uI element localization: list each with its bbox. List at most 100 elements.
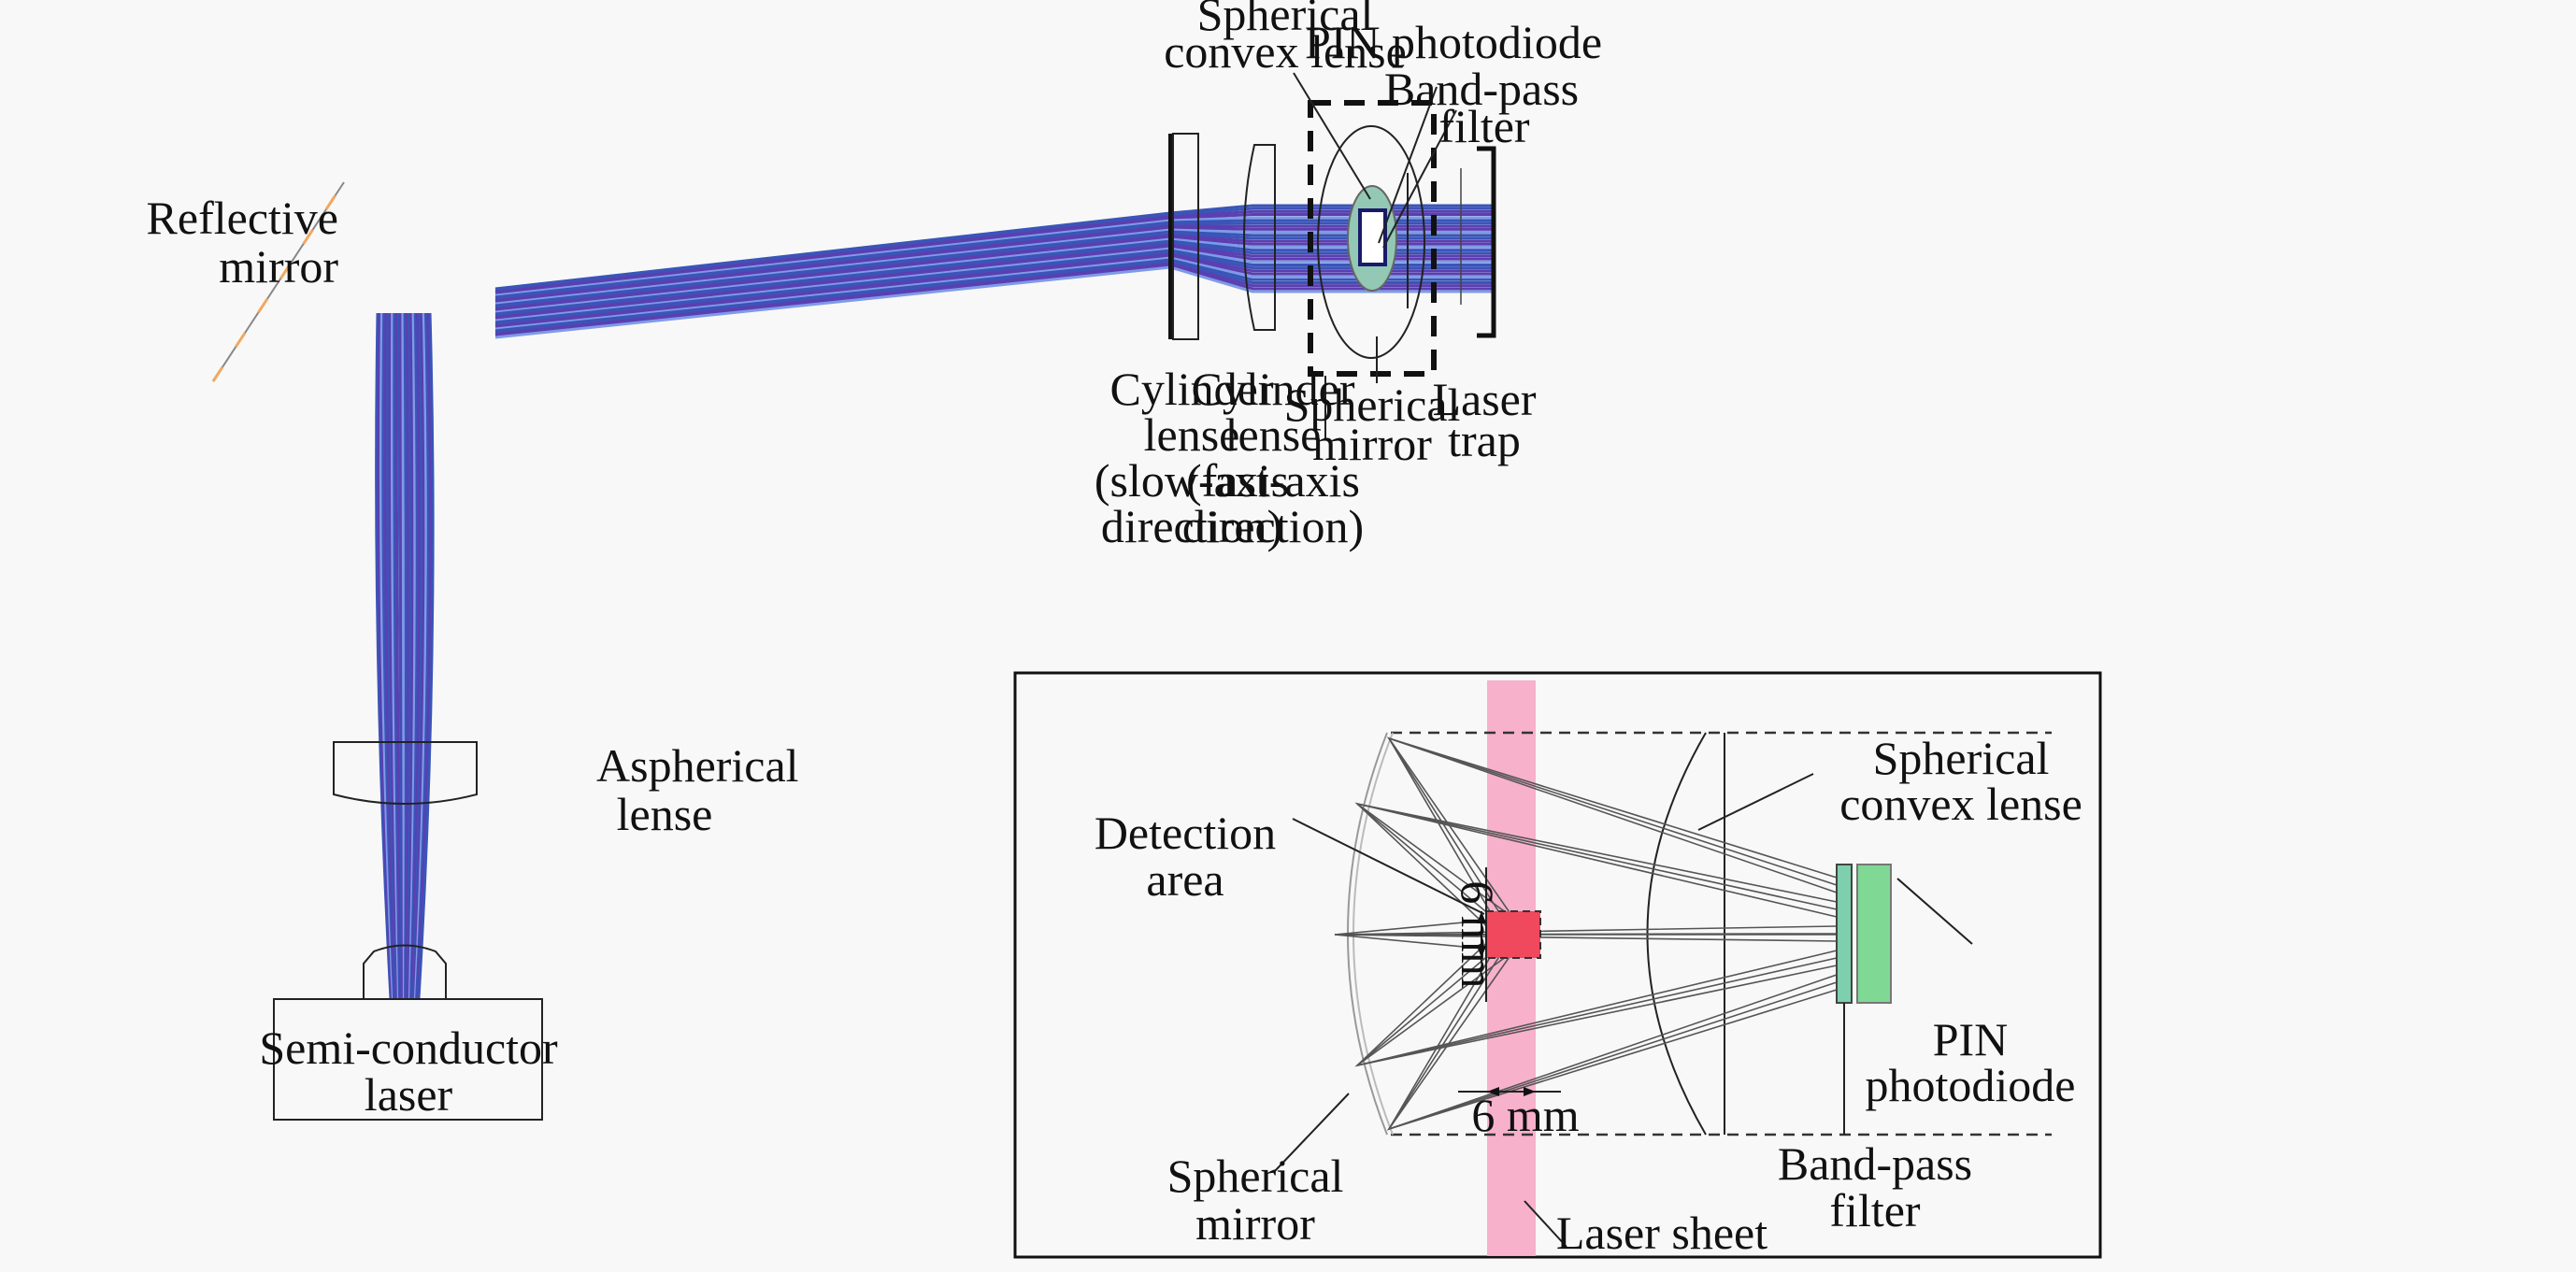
vertical-beam-ray	[401, 312, 406, 999]
horizontal-laser-beam	[494, 204, 1494, 339]
spherical-mirror-topview	[1317, 125, 1425, 359]
svg-text:mirror: mirror	[219, 240, 338, 293]
vertical-beam-ray	[412, 312, 425, 999]
inset-ray	[1356, 950, 1838, 1066]
vertical-beam-ray	[386, 312, 398, 999]
svg-text:trap: trap	[1448, 414, 1521, 466]
svg-text:Spherical: Spherical	[1197, 0, 1374, 40]
vertical-beam-ray	[394, 312, 403, 999]
cylinder-lens-fast-axis	[1243, 144, 1276, 331]
label-laser-trap: Laser trap	[1432, 373, 1536, 466]
svg-text:lense: lense	[617, 788, 713, 840]
vertical-beam-ray	[413, 312, 428, 999]
svg-text:Cylinder: Cylinder	[1110, 363, 1274, 415]
svg-text:laser: laser	[365, 1068, 453, 1121]
svg-text:lense: lense	[1144, 408, 1240, 461]
label-dimension-vertical: 6 mm	[1452, 880, 1504, 988]
label-bandpass-filter-inset: Band-pass filter	[1778, 1137, 1972, 1236]
label-pin-photodiode-top: PIN photodiode	[1305, 16, 1602, 68]
vertical-beam-ray	[377, 312, 394, 999]
svg-text:Band-pass: Band-pass	[1778, 1137, 1972, 1190]
label-dimension-horizontal: 6 mm	[1471, 1089, 1579, 1141]
collimator-cap	[363, 944, 447, 998]
svg-text:Reflective: Reflective	[147, 192, 338, 244]
vertical-beam-ray	[375, 312, 393, 999]
label-aspherical-lens: Aspherical lense	[596, 739, 799, 840]
leader-lines-top	[1293, 72, 1457, 383]
vertical-laser-beam	[375, 312, 435, 999]
inset-ray-paths	[1334, 736, 1838, 1131]
laser-trap-bracket	[1477, 146, 1496, 338]
label-reflective-mirror: Reflective mirror	[147, 192, 339, 293]
inset-dashed-boundaries	[1391, 731, 2052, 1136]
vertical-beam-ray	[411, 312, 423, 999]
inset-ray	[1387, 736, 1838, 952]
svg-text:convex lense: convex lense	[1839, 778, 2082, 830]
label-cylinder-lens-slow: Cylinder lense (slow-axis direction)	[1095, 363, 1289, 552]
svg-text:6 mm: 6 mm	[1452, 880, 1504, 988]
svg-text:PIN photodiode: PIN photodiode	[1305, 16, 1602, 68]
vertical-beam-ray	[393, 312, 402, 999]
svg-text:6 mm: 6 mm	[1471, 1089, 1579, 1141]
label-spherical-convex-lens-inset: Spherical convex lense	[1839, 732, 2082, 830]
vertical-beam-ray	[416, 312, 433, 999]
inset-panel	[1013, 671, 2102, 1259]
svg-text:Band-pass: Band-pass	[1384, 63, 1579, 115]
svg-text:convex lense: convex lense	[1164, 25, 1407, 78]
label-laser-sheet: Laser sheet	[1556, 1207, 1767, 1259]
vertical-beam-ray	[415, 312, 430, 999]
svg-text:Detection: Detection	[1095, 807, 1276, 859]
dimension-vertical	[1477, 867, 1487, 1002]
svg-text:mirror: mirror	[1195, 1197, 1315, 1250]
vertical-beam-ray	[407, 312, 414, 999]
svg-text:filter: filter	[1829, 1184, 1921, 1236]
vertical-beam-ray	[381, 312, 396, 999]
svg-text:Laser sheet: Laser sheet	[1556, 1207, 1767, 1259]
vertical-beam-ray	[388, 312, 399, 999]
svg-text:Spherical: Spherical	[1873, 732, 2050, 784]
label-bandpass-filter-top: Band-pass filter	[1384, 63, 1579, 152]
svg-text:lense: lense	[1225, 408, 1322, 461]
svg-text:Cylinder: Cylinder	[1192, 363, 1355, 415]
svg-text:direction): direction)	[1101, 500, 1282, 552]
svg-text:area: area	[1146, 853, 1224, 906]
svg-text:Laser: Laser	[1432, 373, 1536, 425]
svg-text:filter: filter	[1438, 100, 1530, 152]
vertical-beam-ray	[410, 312, 422, 999]
inset-pin-photodiode	[1856, 864, 1892, 1004]
inset-ray	[1334, 934, 1838, 952]
inset-ray	[1387, 950, 1838, 1131]
reflective-mirror	[211, 181, 346, 382]
svg-text:(fast-axis: (fast-axis	[1186, 454, 1360, 507]
label-spherical-mirror-top: Spherical mirror	[1284, 379, 1461, 470]
horizontal-beam-ray	[494, 265, 1494, 339]
vertical-beam-ray	[396, 312, 404, 999]
svg-text:Spherical: Spherical	[1167, 1150, 1344, 1202]
vertical-beam-ray	[408, 312, 417, 999]
vertical-beam-ray	[417, 312, 435, 999]
semiconductor-laser	[273, 998, 543, 1121]
svg-text:direction): direction)	[1182, 500, 1364, 552]
label-spherical-mirror-inset: Spherical mirror	[1167, 1150, 1344, 1250]
svg-text:Semi-conductor: Semi-conductor	[259, 1022, 558, 1074]
svg-text:mirror: mirror	[1312, 418, 1432, 470]
vertical-beam-ray	[409, 312, 419, 999]
zoom-region-box	[1308, 100, 1437, 439]
vertical-beam-ray	[406, 312, 412, 999]
vertical-beam-ray	[383, 312, 397, 999]
label-semiconductor-laser: Semi-conductor laser	[259, 1022, 558, 1121]
label-cylinder-lens-fast: Cylinder lense (fast-axis direction)	[1182, 363, 1364, 552]
vertical-beam-ray	[403, 312, 408, 999]
svg-text:Spherical: Spherical	[1284, 379, 1461, 431]
leader-lines-inset	[1273, 773, 1973, 1248]
label-spherical-convex-lens-top: Spherical convex lense	[1164, 0, 1407, 78]
svg-text:photodiode: photodiode	[1866, 1059, 2076, 1111]
label-pin-photodiode-inset: PIN photodiode	[1866, 1013, 2076, 1111]
vertical-beam-ray	[379, 312, 394, 999]
dimension-horizontal	[1458, 1087, 1561, 1096]
svg-text:Aspherical: Aspherical	[596, 739, 799, 792]
detection-area	[1485, 910, 1541, 959]
cylinder-lens-slow-axis	[1168, 133, 1199, 340]
svg-text:PIN: PIN	[1933, 1013, 2009, 1065]
